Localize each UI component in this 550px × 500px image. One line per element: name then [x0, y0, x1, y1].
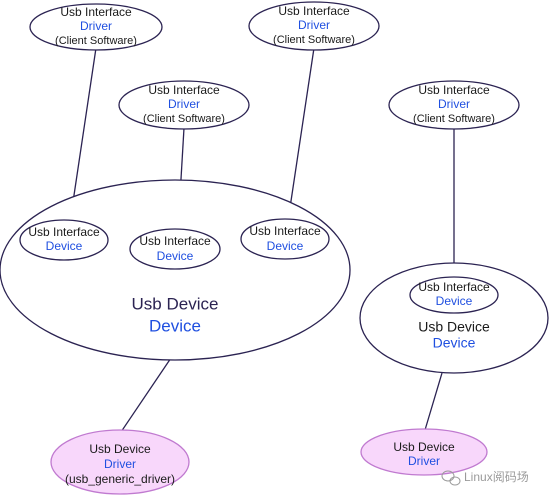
client-driver-2: Usb Interface Driver (Client Software) — [248, 1, 380, 51]
client-driver-title: Usb Interface — [278, 4, 350, 18]
device-driver-type: Driver — [104, 457, 136, 471]
interface-type: Device — [46, 239, 83, 253]
client-driver-title: Usb Interface — [418, 83, 490, 97]
device-driver-title: Usb Device — [393, 440, 455, 454]
usb-device-left-title: Usb Device — [132, 294, 219, 313]
connector-lines — [69, 47, 455, 433]
usb-device-right-type: Device — [433, 335, 476, 351]
wechat-icon — [441, 470, 461, 486]
interface-device-2: Usb Interface Device — [129, 228, 221, 270]
interface-type: Device — [436, 294, 473, 308]
usb-device-driver-left: Usb Device Driver (usb_generic_driver) — [50, 429, 190, 495]
interface-device-4: Usb Interface Device — [409, 276, 499, 314]
interface-device-3: Usb Interface Device — [240, 218, 330, 260]
usb-device-left-type: Device — [149, 316, 201, 335]
client-driver-note: (Client Software) — [273, 34, 355, 46]
interface-device-1: Usb Interface Device — [19, 219, 109, 261]
connector-line — [69, 47, 97, 223]
client-driver-note: (Client Software) — [55, 35, 137, 47]
usb-device-right-title: Usb Device — [418, 319, 490, 335]
client-driver-4: Usb Interface Driver (Client Software) — [388, 80, 520, 130]
interface-title: Usb Interface — [28, 225, 100, 239]
usb-device-driver-right: Usb Device Driver — [360, 428, 488, 476]
interface-type: Device — [157, 249, 194, 263]
client-driver-type: Driver — [438, 97, 470, 111]
watermark-text: Linux阅码场 — [464, 470, 529, 484]
client-driver-title: Usb Interface — [60, 5, 132, 19]
device-driver-title: Usb Device — [89, 442, 151, 456]
usb-device-right — [359, 262, 549, 374]
connector-line — [287, 47, 315, 222]
interface-title: Usb Interface — [249, 224, 321, 238]
client-driver-1: Usb Interface Driver (Client Software) — [29, 3, 163, 51]
interface-type: Device — [267, 239, 304, 253]
device-driver-type: Driver — [408, 454, 440, 468]
client-driver-title: Usb Interface — [148, 83, 220, 97]
watermark: Linux阅码场 — [441, 470, 529, 486]
interface-title: Usb Interface — [139, 234, 211, 248]
client-driver-note: (Client Software) — [143, 113, 225, 125]
client-driver-3: Usb Interface Driver (Client Software) — [118, 80, 250, 130]
client-driver-type: Driver — [168, 97, 200, 111]
interface-title: Usb Interface — [418, 280, 490, 294]
client-driver-note: (Client Software) — [413, 113, 495, 125]
connector-line — [424, 372, 443, 431]
connector-line — [120, 354, 174, 433]
client-driver-type: Driver — [80, 19, 112, 33]
device-driver-note: (usb_generic_driver) — [65, 472, 175, 486]
client-driver-type: Driver — [298, 18, 330, 32]
